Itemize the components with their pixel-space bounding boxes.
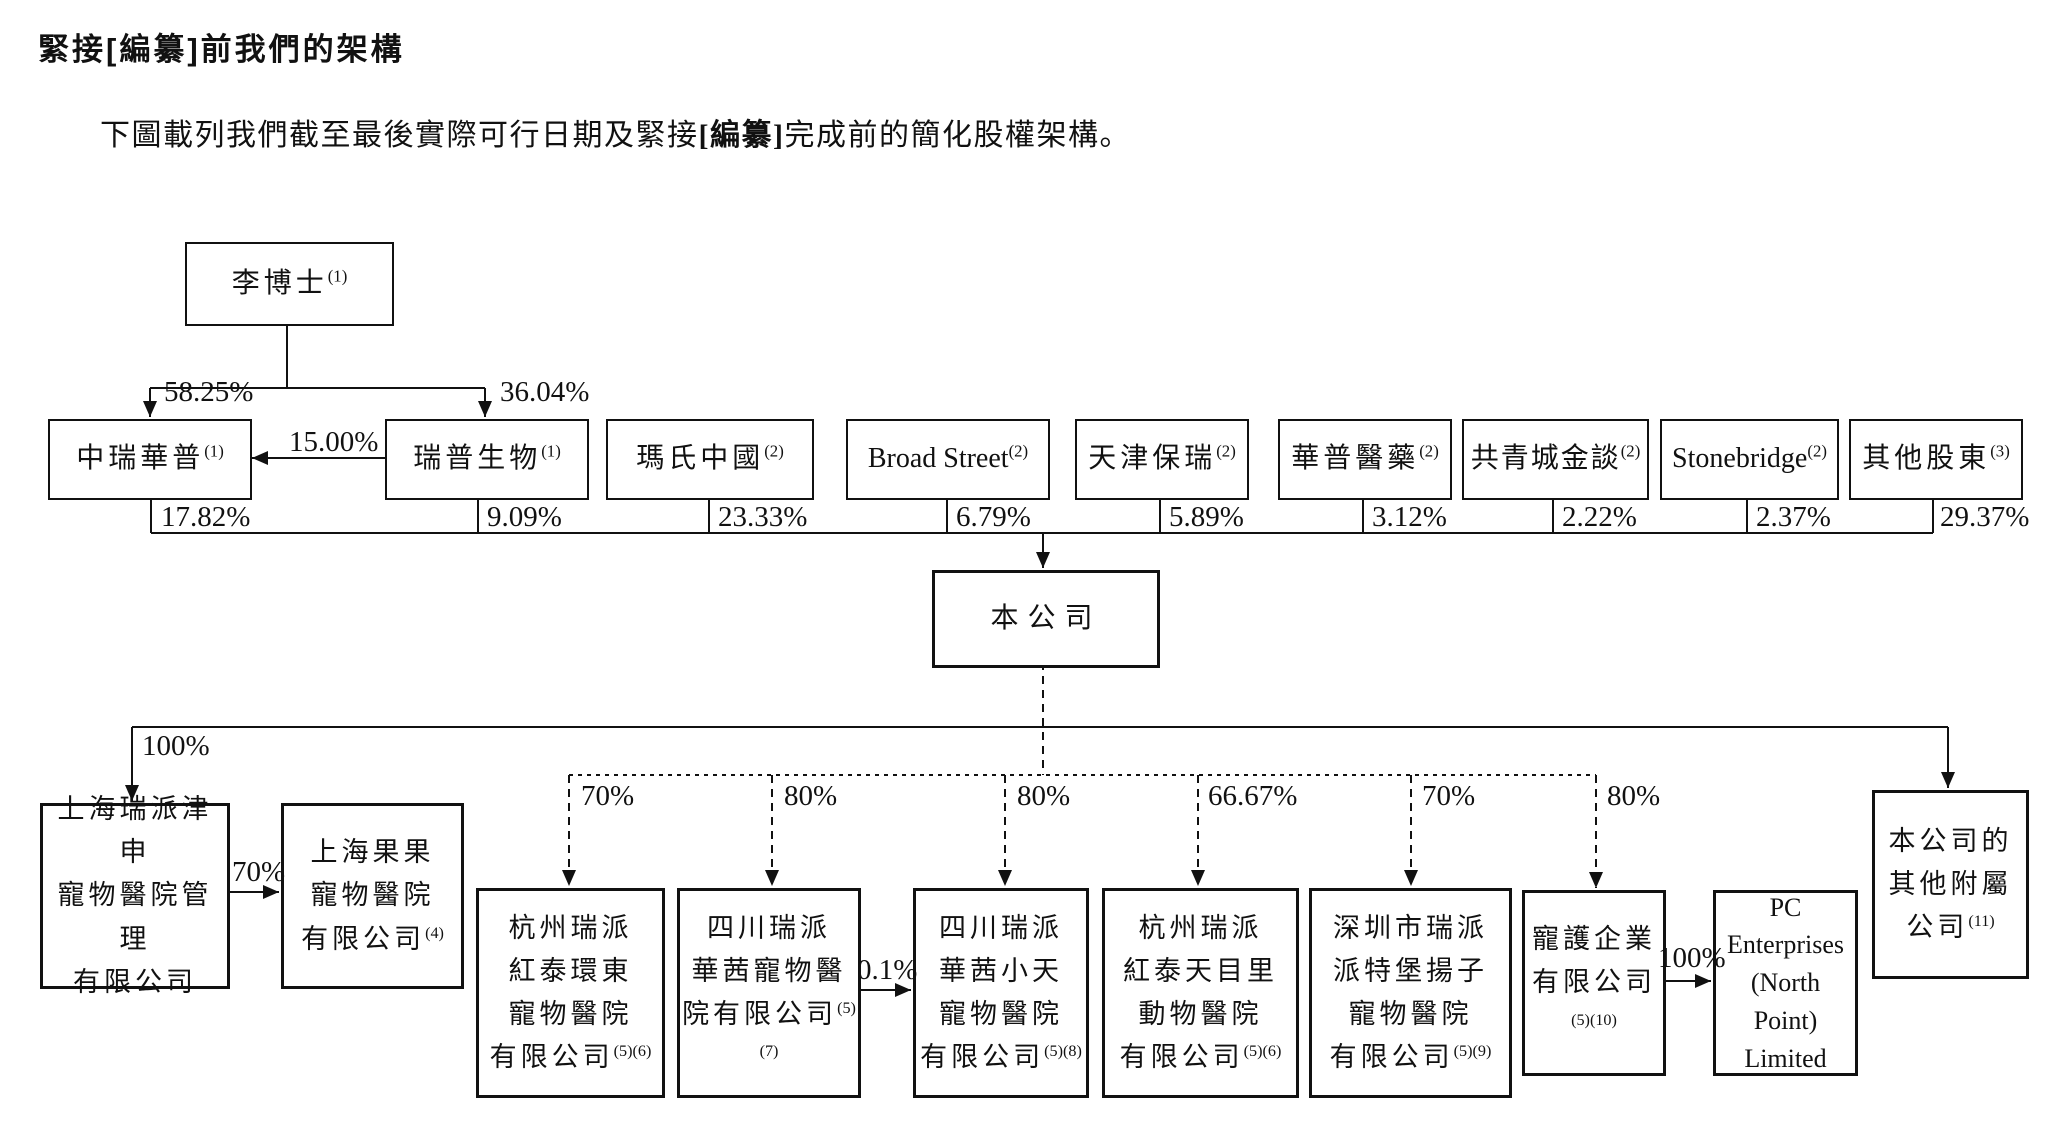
box-pc-enterprises: PC Enterprises (North Point) Limited (1713, 890, 1858, 1076)
company-label: 本公司 (990, 602, 1102, 634)
box-sichuan-huaqian: 四川瑞派 華茜寵物醫 院有限公司(5)(7) (677, 888, 861, 1098)
box-founder: 李博士(1) (185, 242, 394, 326)
subsidiary-links (125, 662, 1955, 997)
pct-manager-100: 100% (142, 730, 210, 762)
page-subtitle: 下圖載列我們截至最後實際可行日期及緊接[編纂]完成前的簡化股權架構。 (100, 110, 1131, 154)
box-shareholder-ruipu-shengwu: 瑞普生物(1) (385, 419, 589, 500)
box-sichuan-huaqian-xiaotian: 四川瑞派 華茜小天 寵物醫院 有限公司(5)(8) (913, 888, 1089, 1098)
pct-ruipu-zhongrui: 15.00% (289, 426, 379, 458)
box-shareholder-mashi-zhongguo: 瑪氏中國(2) (606, 419, 814, 500)
box-shenzhen-patebao-yangzi: 深圳市瑞派 派特堡揚子 寵物醫院 有限公司(5)(9) (1309, 888, 1512, 1098)
pct-sub-xiaotian: 80% (1017, 780, 1071, 812)
box-chonghu-qiye: 寵護企業 有限公司(5)(10) (1522, 890, 1666, 1076)
box-shareholder-tianjin-baorui: 天津保瑞(2) (1075, 419, 1249, 500)
box-hangzhou-hongtai-tianmuli: 杭州瑞派 紅泰天目里 動物醫院 有限公司(5)(6) (1102, 888, 1299, 1098)
box-company: 本公司 (932, 570, 1160, 668)
subtitle-text: 下圖載列我們截至最後實際可行日期及緊接 (100, 119, 699, 152)
pct-sh-ruipu: 9.09% (487, 501, 562, 533)
box-shanghai-ruipai-jinshen: 上海瑞派津申 寵物醫院管理 有限公司 (40, 794, 230, 997)
subtitle-text-end: 完成前的簡化股權架構。 (784, 119, 1131, 152)
box-other-subsidiaries: 本公司的 其他附屬 公司(11) (1872, 790, 2029, 979)
pct-sub-patebao: 70% (1422, 780, 1476, 812)
box-hangzhou-hongtai-huandong: 杭州瑞派 紅泰環東 寵物醫院 有限公司(5)(6) (476, 888, 665, 1098)
box-shareholder-other: 其他股東(3) (1849, 419, 2023, 500)
box-shareholder-stonebridge: Stonebridge(2) (1660, 419, 1839, 500)
box-shareholder-broad-street: Broad Street(2) (846, 419, 1050, 500)
box-shareholder-huapu-yiyao: 華普醫藥(2) (1278, 419, 1452, 500)
pct-sub-chonghu: 80% (1607, 780, 1661, 812)
pct-xiaotian-01: 0.1% (857, 954, 918, 986)
box-shareholder-gongqingcheng-jintan: 共青城金談(2) (1462, 419, 1649, 500)
pct-sh-huapu: 3.12% (1372, 501, 1447, 533)
pct-founder-ruipu: 36.04% (500, 376, 590, 408)
pct-sh-broadstreet: 6.79% (956, 501, 1031, 533)
pct-sh-gongqing: 2.22% (1562, 501, 1637, 533)
pct-sub-huaqian: 80% (784, 780, 838, 812)
pct-sh-mashi: 23.33% (718, 501, 808, 533)
box-shareholder-zhongrui-huapu: 中瑞華普(1) (48, 419, 252, 500)
pct-sub-huandong: 70% (581, 780, 635, 812)
pct-sh-stonebridge: 2.37% (1756, 501, 1831, 533)
box-shanghai-guoguo: 上海果果 寵物醫院 有限公司(4) (281, 803, 464, 989)
page-title: 緊接[編纂]前我們的架構 (38, 32, 405, 67)
shareholder-collector (150, 496, 1934, 568)
pct-sh-other: 29.37% (1940, 501, 2030, 533)
pct-sub-tianmuli: 66.67% (1208, 780, 1298, 812)
pct-pc-100: 100% (1658, 942, 1726, 974)
founder-links (143, 322, 492, 465)
subtitle-emphasis: [編纂] (698, 119, 785, 152)
pct-sh-zhongrui: 17.82% (161, 501, 251, 533)
pct-sh-tianjin: 5.89% (1169, 501, 1244, 533)
founder-label: 李博士(1) (231, 266, 348, 299)
pct-founder-zhongrui: 58.25% (164, 376, 254, 408)
pct-guoguo-70: 70% (232, 856, 286, 888)
